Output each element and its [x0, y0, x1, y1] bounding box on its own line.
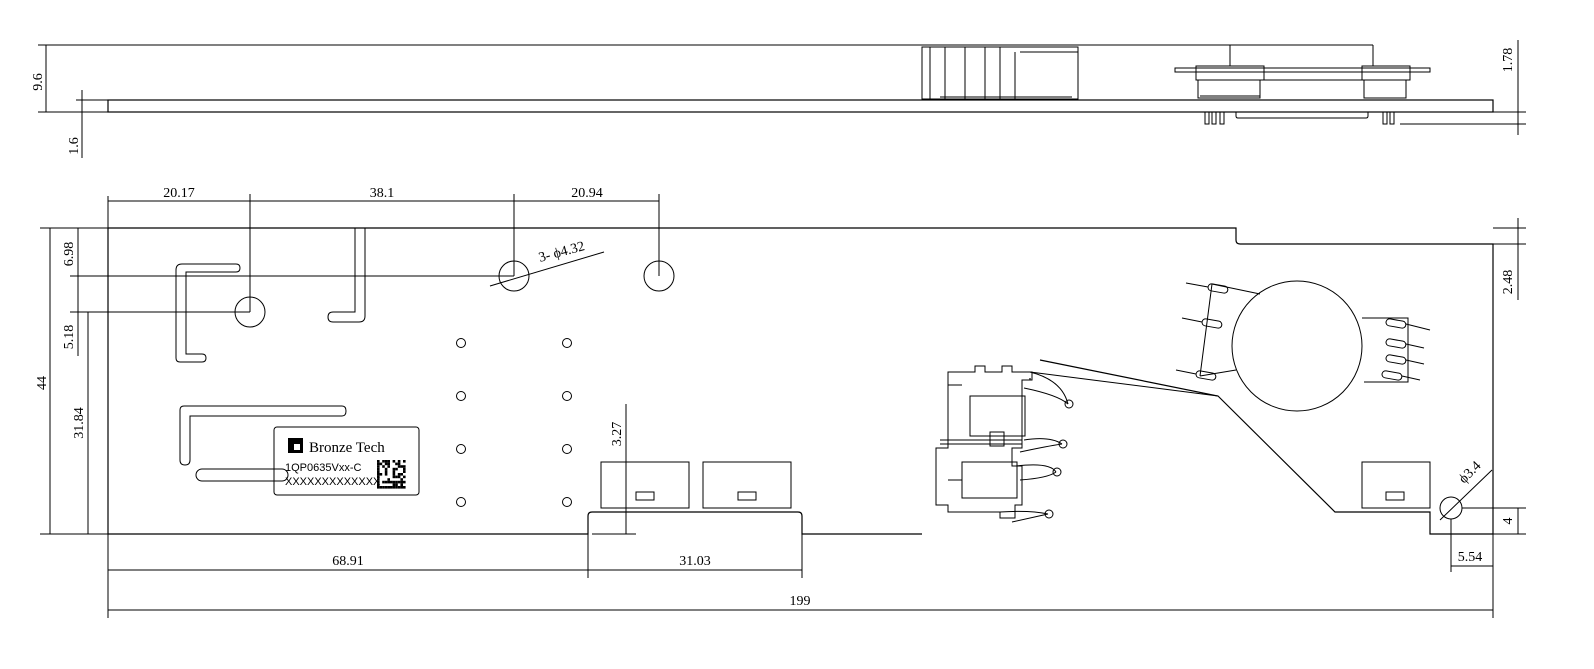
dim-notch-width: 31.03 — [679, 554, 711, 569]
dim-height-total: 9.6 — [31, 73, 46, 91]
dim-hole-height: 31.84 — [72, 407, 87, 439]
slot-l-lower — [179, 405, 347, 466]
dim-holes-callout: 3- ϕ4.32 — [537, 239, 586, 266]
transformer — [1175, 280, 1431, 412]
label-brand: Bronze Tech — [309, 440, 385, 456]
slot-top — [327, 228, 366, 323]
label-serial: XXXXXXXXXXXXX — [285, 476, 381, 488]
transformer-core — [1231, 280, 1363, 412]
dim-hole-y-diff: 5.18 — [62, 325, 77, 350]
top-view: Bronze Tech 1QP0635Vxx-C XXXXXXXXXXXXX — [35, 186, 1526, 618]
dim-mount-hole-y: 4 — [1501, 518, 1516, 525]
dim-hole-x-3: 20.94 — [571, 186, 603, 201]
connectors — [600, 461, 1431, 509]
dim-notch-x: 68.91 — [332, 554, 364, 569]
side-transformer — [1174, 65, 1431, 125]
slot-oval — [195, 468, 289, 482]
dim-bottom-protrusion: 1.78 — [1501, 48, 1516, 73]
dim-hole-x-2: 38.1 — [370, 186, 395, 201]
label-part-number: 1QP0635Vxx-C — [285, 462, 361, 474]
dim-mount-hole-callout: ϕ3.4 — [1456, 459, 1484, 487]
mount-hole-4 — [1439, 496, 1463, 520]
slot-l-upper — [175, 263, 241, 363]
test-points — [456, 338, 572, 507]
side-heatsink — [921, 46, 1079, 100]
side-view: 9.6 1.6 1.78 — [31, 40, 1526, 158]
dim-hole-x-1: 20.17 — [163, 186, 195, 201]
dim-pcb-thickness: 1.6 — [67, 137, 82, 155]
datamatrix-icon — [377, 460, 406, 489]
board-outline — [107, 227, 1494, 535]
dim-step-height: 2.48 — [1501, 270, 1516, 295]
dim-board-length: 199 — [790, 594, 811, 609]
dim-mount-hole-x: 5.54 — [1458, 550, 1483, 565]
side-pcb — [107, 99, 1494, 113]
heatsink-bracket — [935, 365, 1219, 523]
dim-board-width: 44 — [35, 376, 50, 390]
product-label: Bronze Tech 1QP0635Vxx-C XXXXXXXXXXXXX — [273, 426, 420, 496]
dim-notch-height: 3.27 — [610, 422, 625, 447]
dim-top-hole-offset: 6.98 — [62, 242, 77, 267]
